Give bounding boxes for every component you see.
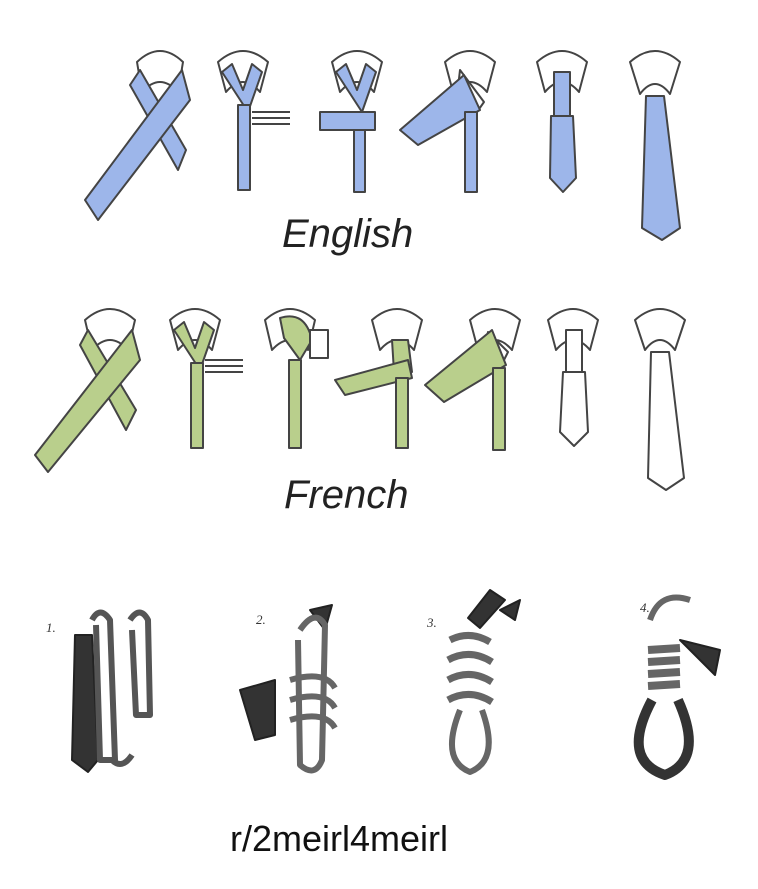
english-label: English xyxy=(282,212,414,256)
french-step-5 xyxy=(424,308,521,451)
noose-step-2 xyxy=(239,604,338,774)
french-step-1 xyxy=(34,308,141,473)
french-step-3 xyxy=(264,308,329,449)
french-step-2 xyxy=(169,308,243,449)
english-step-4 xyxy=(399,50,496,193)
english-step-1 xyxy=(84,50,191,221)
english-step-3 xyxy=(319,50,383,193)
noose-step-number-2: 2. xyxy=(256,612,266,627)
english-step-5 xyxy=(536,50,588,193)
noose-step-4 xyxy=(633,594,721,780)
english-step-6 xyxy=(629,50,681,241)
french-label: French xyxy=(284,473,409,517)
french-step-4 xyxy=(334,308,423,449)
french-step-6 xyxy=(547,308,599,447)
noose-step-3 xyxy=(446,589,521,775)
noose-step-number-3: 3. xyxy=(427,615,437,630)
english-step-2 xyxy=(217,50,290,191)
french-step-7 xyxy=(634,308,686,491)
caption-text: r/2meirl4meirl xyxy=(230,818,449,859)
noose-step-number-4: 4. xyxy=(640,600,650,615)
noose-step-number-1: 1. xyxy=(46,620,56,635)
noose-step-1 xyxy=(71,609,153,773)
